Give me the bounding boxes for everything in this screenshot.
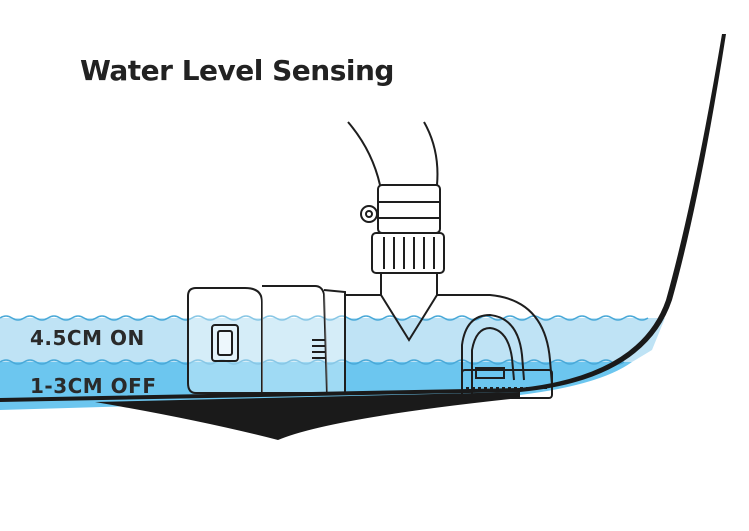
water-on-zone bbox=[0, 318, 665, 362]
hull-keel bbox=[95, 392, 520, 440]
hose bbox=[347, 121, 441, 234]
wave-line-off bbox=[0, 359, 625, 365]
pump-body bbox=[344, 273, 553, 395]
level-label-on: 4.5CM ON bbox=[30, 326, 145, 350]
diagram-title: Water Level Sensing bbox=[80, 54, 394, 87]
motor-housing bbox=[187, 285, 346, 394]
hose-connector bbox=[371, 232, 445, 274]
level-label-off: 1-3CM OFF bbox=[30, 374, 157, 398]
